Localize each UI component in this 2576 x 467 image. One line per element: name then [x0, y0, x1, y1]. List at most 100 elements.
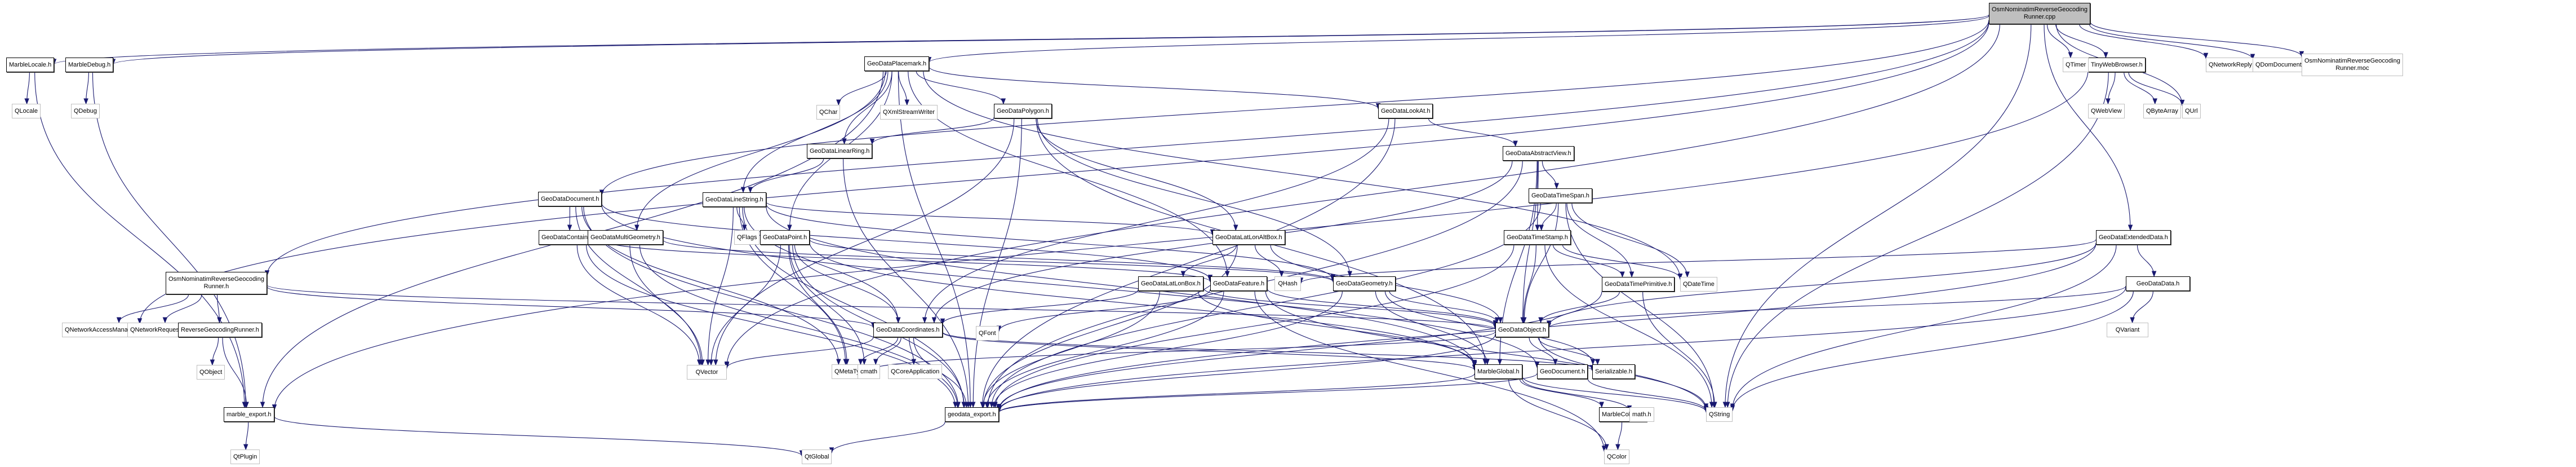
node-qwebview[interactable]: QWebView — [2088, 104, 2125, 118]
node-abstractview[interactable]: GeoDataAbstractView.h — [1503, 146, 1574, 161]
edge-linestring-to-geometry — [766, 204, 1334, 280]
arrowhead-timestamp-to-object — [1521, 317, 1526, 324]
node-qcoreapp[interactable]: QCoreApplication — [888, 364, 943, 379]
arrowhead-revrunner-to-marbleexport — [244, 402, 249, 408]
node-qnetreply[interactable]: QNetworkReply — [2206, 58, 2255, 72]
edge-feature-to-object — [1267, 288, 1496, 326]
node-qflags[interactable]: QFlags — [734, 230, 760, 245]
node-revrunner[interactable]: ReverseGeocodingRunner.h — [178, 323, 262, 337]
node-feature[interactable]: GeoDataFeature.h — [1210, 276, 1268, 291]
node-timeprim[interactable]: GeoDataTimePrimitive.h — [1602, 277, 1675, 292]
node-qstring[interactable]: QString — [1706, 407, 1733, 422]
node-qcolor[interactable]: QColor — [1604, 450, 1629, 464]
node-marblelocale[interactable]: MarbleLocale.h — [6, 58, 55, 72]
arrowhead-abstractview-to-timespan — [1554, 183, 1559, 190]
node-tinyweb[interactable]: TinyWebBrowser.h — [2088, 58, 2146, 72]
node-root[interactable]: OsmNominatimReverseGeocoding Runner.cpp — [1989, 3, 2090, 24]
node-object[interactable]: GeoDataObject.h — [1495, 323, 1549, 337]
arrowhead-point-to-qmetatype — [844, 359, 850, 365]
node-geodocument[interactable]: GeoDocument.h — [1537, 364, 1588, 379]
edge-timespan-to-timestamp — [1541, 202, 1557, 231]
node-marbleglobal[interactable]: MarbleGlobal.h — [1474, 364, 1522, 379]
edge-placemark-to-multigeom — [636, 71, 886, 231]
node-qchar[interactable]: QChar — [816, 105, 841, 120]
node-qfont[interactable]: QFont — [976, 326, 999, 341]
edge-geometry-to-serializable — [1384, 290, 1593, 365]
arrowhead-tinyweb-to-qurl — [2179, 100, 2185, 107]
edge-data-to-object — [1548, 285, 2126, 328]
node-mathh[interactable]: math.h — [1629, 407, 1654, 422]
node-data[interactable]: GeoDataData.h — [2126, 276, 2190, 291]
node-qtplugin[interactable]: QtPlugin — [230, 450, 260, 464]
edge-latlonbox-to-geodataexport — [983, 290, 1160, 408]
node-geodataexport[interactable]: geodata_export.h — [945, 407, 999, 422]
edge-coords-to-qmetatype — [860, 337, 899, 365]
edge-placemark-to-linearring — [843, 71, 892, 144]
edge-marbleglobal-to-geodataexport — [998, 373, 1475, 413]
edge-root-to-qvector — [726, 24, 2000, 367]
node-moc[interactable]: OsmNominatimReverseGeocoding Runner.moc — [2302, 54, 2403, 76]
edge-root-to-marbledebug — [113, 14, 1989, 65]
node-qvariant[interactable]: QVariant — [2107, 323, 2148, 337]
edge-point-to-geometry — [809, 239, 1334, 282]
edge-polygon-to-latlonalt — [1036, 118, 1236, 231]
arrowhead-timespan-to-qdatetime — [1685, 271, 1690, 278]
arrowhead-coords-to-cmath — [873, 359, 878, 365]
node-cmath[interactable]: cmath — [858, 364, 880, 379]
edge-geodocument-to-qstring — [1587, 378, 1707, 411]
node-qdebug[interactable]: QDebug — [71, 104, 100, 118]
edge-linestring-to-coords — [744, 206, 899, 323]
edge-placemark-to-geodataexport — [898, 71, 971, 408]
node-lookat[interactable]: GeoDataLookAt.h — [1378, 104, 1433, 118]
arrowhead-latlonbox-to-coords — [940, 318, 945, 325]
edge-marbledebug-to-marbleexport — [92, 72, 246, 408]
arrowhead-polygon-to-latlonalt — [1233, 224, 1238, 231]
arrowhead-abstractview-to-timestamp — [1535, 224, 1540, 231]
node-qxml[interactable]: QXmlStreamWriter — [880, 105, 938, 120]
node-latlonalt[interactable]: GeoDataLatLonAltBox.h — [1213, 230, 1285, 245]
node-qbytearray[interactable]: QByteArray — [2143, 104, 2181, 118]
node-qlocale[interactable]: QLocale — [12, 104, 41, 118]
edge-marbleglobal-to-mathh — [1522, 378, 1630, 411]
edge-root-to-tinyweb — [2055, 24, 2106, 58]
node-geometry[interactable]: GeoDataGeometry.h — [1333, 276, 1396, 291]
edge-placemark-to-qdatetime — [923, 71, 1681, 279]
node-qdomdoc[interactable]: QDomDocument — [2253, 58, 2304, 72]
node-polygon[interactable]: GeoDataPolygon.h — [994, 104, 1052, 118]
node-marbledebug[interactable]: MarbleDebug.h — [65, 58, 114, 72]
arrowhead-root-to-qdomdoc — [2250, 54, 2255, 60]
node-linearring[interactable]: GeoDataLinearRing.h — [807, 144, 873, 158]
edge-root-to-osmh — [267, 21, 1989, 276]
node-point[interactable]: GeoDataPoint.h — [760, 230, 810, 245]
node-timestamp[interactable]: GeoDataTimeStamp.h — [1504, 230, 1571, 245]
edge-timestamp-to-qstring — [1544, 244, 1712, 408]
node-qvector[interactable]: QVector — [687, 365, 727, 380]
arrowhead-timespan-to-timestamp — [1539, 224, 1544, 231]
node-multigeom[interactable]: GeoDataMultiGeometry.h — [588, 230, 663, 245]
arrowhead-polygon-to-linearring — [869, 138, 875, 145]
edge-root-to-qdomdoc — [2089, 24, 2253, 60]
node-qdatetime[interactable]: QDateTime — [1680, 277, 1717, 292]
edge-document-to-geodocument — [601, 204, 1538, 368]
node-qurl[interactable]: QUrl — [2182, 104, 2201, 118]
node-coords[interactable]: GeoDataCoordinates.h — [873, 323, 943, 337]
node-qtimer[interactable]: QTimer — [2063, 58, 2089, 72]
node-qhash[interactable]: QHash — [1274, 276, 1301, 291]
node-qnetreq[interactable]: QNetworkRequest — [127, 323, 184, 337]
node-marbleexport[interactable]: marble_export.h — [224, 407, 274, 422]
edge-marblelocale-to-marbleexport — [34, 72, 245, 408]
arrowhead-coords-to-qmetatype — [858, 359, 863, 365]
node-qtglobal[interactable]: QtGlobal — [802, 450, 832, 464]
edge-root-to-qtimer — [2046, 24, 2071, 58]
node-latlonbox[interactable]: GeoDataLatLonBox.h — [1138, 276, 1203, 291]
node-extdata[interactable]: GeoDataExtendedData.h — [2096, 230, 2171, 245]
node-placemark[interactable]: GeoDataPlacemark.h — [864, 56, 930, 71]
node-linestring[interactable]: GeoDataLineString.h — [703, 192, 766, 207]
node-document[interactable]: GeoDataDocument.h — [538, 192, 602, 206]
arrowhead-extdata-to-data — [2151, 271, 2157, 277]
node-osmh[interactable]: OsmNominatimReverseGeocoding Runner.h — [166, 272, 267, 294]
edge-root-to-extdata — [2044, 24, 2131, 231]
node-qobject[interactable]: QObject — [197, 365, 225, 380]
node-timespan[interactable]: GeoDataTimeSpan.h — [1529, 188, 1592, 203]
node-serializable[interactable]: Serializable.h — [1592, 364, 1636, 379]
